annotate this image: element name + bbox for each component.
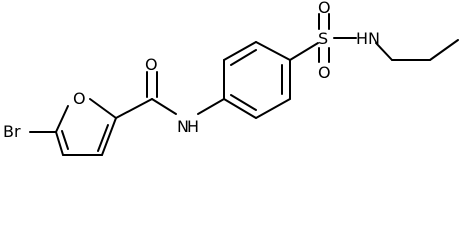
bond-ar2-ar3 xyxy=(223,41,257,61)
bond-ar3-ar4 xyxy=(255,41,291,61)
atom-o-furan: O xyxy=(73,89,86,108)
bond-ar6-ar1 xyxy=(223,98,257,119)
bond-c2-c3 xyxy=(101,117,117,156)
atom-h-amide: H xyxy=(187,117,199,136)
bond-c5-o1 xyxy=(55,105,69,133)
atom-h-sulfonamide: H xyxy=(356,29,368,48)
atom-o-sulfonyl-bottom: O xyxy=(318,63,331,82)
bond-n-c1 xyxy=(375,42,393,61)
atom-o-carbonyl: O xyxy=(145,55,158,74)
bond-ar6-ar1-inner xyxy=(230,94,257,111)
atom-o-sulfonyl-top: O xyxy=(318,0,331,17)
bond-o1-c2 xyxy=(89,98,117,119)
bond-lines xyxy=(29,13,459,156)
bond-n-aryl xyxy=(197,98,225,115)
bond-c4-c5 xyxy=(55,131,64,156)
atom-s: S xyxy=(318,29,328,48)
bond-c2-c3-inner xyxy=(97,124,109,152)
atom-labels: O N H S O O N H O Br xyxy=(3,0,380,141)
atom-n-amide: N xyxy=(177,117,189,136)
bond-c2-carbonyl xyxy=(115,98,153,119)
bond-carbonyl-n xyxy=(151,98,177,115)
bond-ar-s xyxy=(289,42,319,61)
atom-br: Br xyxy=(3,122,21,141)
atom-n-sulfonamide: N xyxy=(368,29,380,48)
bond-c4-c5-inner xyxy=(61,130,69,150)
bond-c2-c3 xyxy=(429,39,459,61)
bond-ar2-ar3-inner xyxy=(230,49,257,66)
molecule-diagram: O N H S O O N H O Br xyxy=(3,0,459,156)
bond-ar5-ar6 xyxy=(255,98,291,119)
